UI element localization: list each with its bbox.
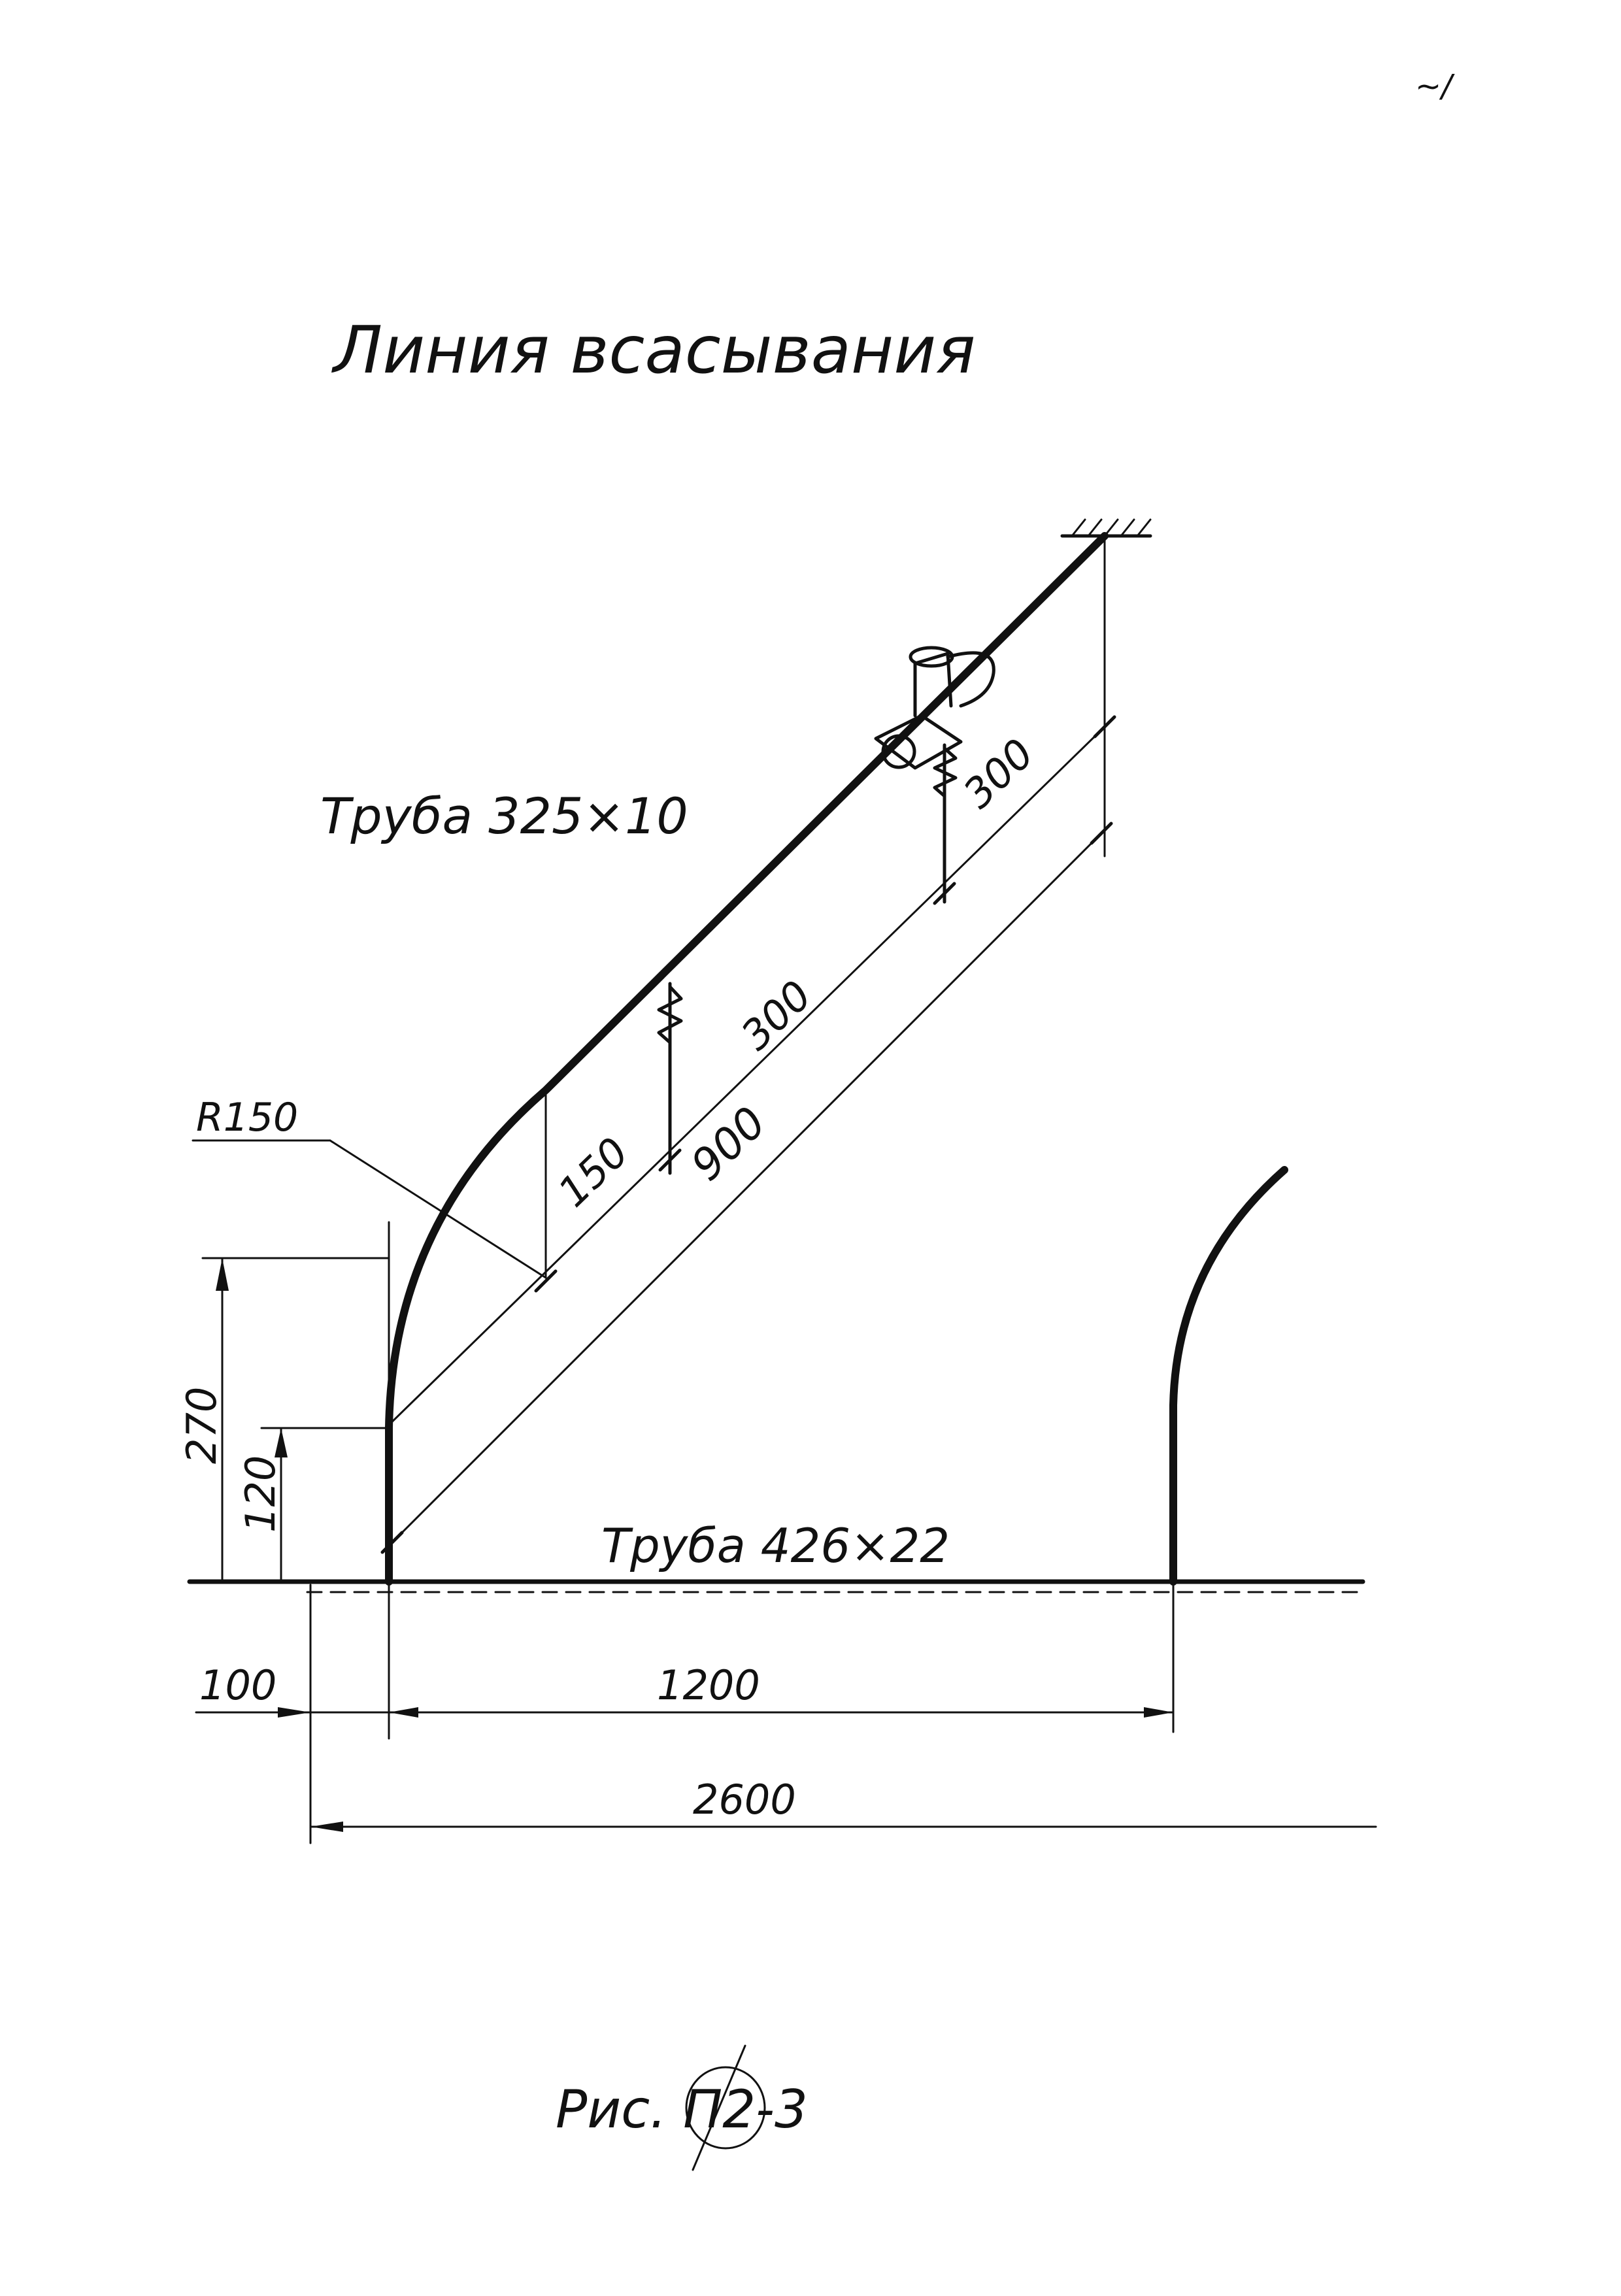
- vertical-dimensions: [201, 1257, 390, 1583]
- dim-300-upper: 300: [954, 729, 1043, 818]
- radius-leader: [192, 1139, 547, 1279]
- pipe-branch-label: Труба 325×10: [320, 787, 688, 845]
- dim-270: 270: [178, 1387, 226, 1464]
- radius-label: R150: [196, 1095, 298, 1140]
- spring-support-upper: [933, 743, 958, 904]
- dim-120: 120: [237, 1456, 284, 1533]
- dim-1200: 1200: [657, 1661, 760, 1709]
- main-pipe: [187, 1579, 1365, 1593]
- dim-300-mid: 300: [732, 971, 821, 1059]
- branch-pipe: [385, 532, 1109, 1586]
- figure-caption: [685, 2044, 766, 2171]
- dim-100: 100: [199, 1661, 276, 1709]
- page-mark: ~/: [1415, 68, 1455, 105]
- dim-150: 150: [549, 1128, 638, 1216]
- dim-2600: 2600: [693, 1776, 796, 1823]
- valve-symbol: [874, 646, 995, 770]
- diagonal-dimension-lines: [380, 535, 1116, 1554]
- fixed-support-symbol: [1060, 518, 1152, 538]
- horizontal-dimensions: [195, 1580, 1377, 1844]
- second-branch-pipe: [1169, 1166, 1288, 1586]
- spring-support-lower: [657, 982, 683, 1175]
- dim-900: 900: [682, 1097, 776, 1191]
- figure-label: Рис. П2-3: [556, 2079, 808, 2140]
- pipe-main-label: Труба 426×22: [601, 1518, 950, 1573]
- drawing-title: Линия всасывания: [331, 312, 975, 388]
